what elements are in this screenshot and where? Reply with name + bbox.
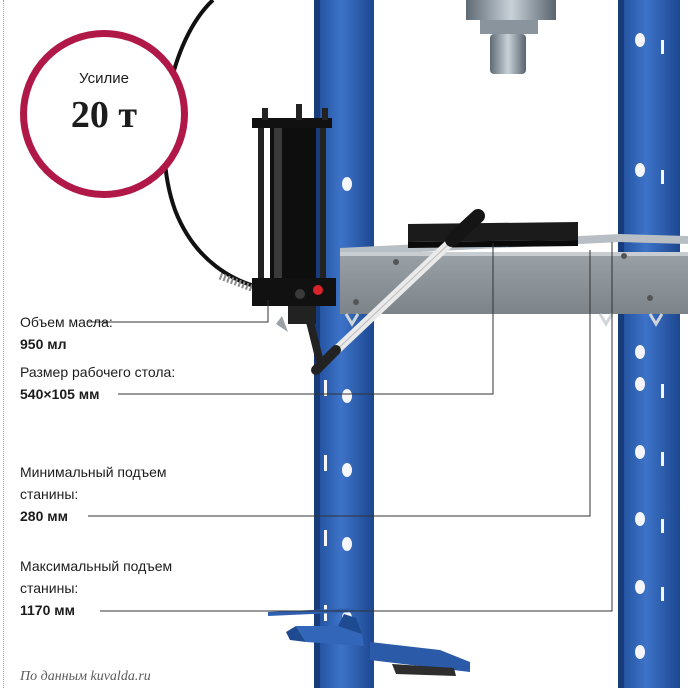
foot-pedal	[267, 608, 470, 676]
force-badge: Усилие 20 т	[20, 30, 188, 198]
source-note: По данным kuvalda.ru	[20, 669, 151, 684]
spec-table-size: Размер рабочего стола: 540×105 мм	[20, 361, 175, 405]
leader-line-min-lift	[88, 250, 591, 517]
dotted-border	[3, 0, 4, 688]
right-upright	[618, 0, 680, 688]
leader-line-oil	[88, 300, 269, 323]
spec-value: 540×105 мм	[20, 386, 100, 402]
ram-cylinder	[466, 0, 556, 74]
working-table	[340, 222, 688, 327]
spec-oil-volume: Объем масла: 950 мл	[20, 311, 113, 355]
pump-assembly	[252, 104, 336, 362]
spec-value: 950 мл	[20, 336, 67, 352]
leader-line-table	[118, 243, 494, 395]
spec-value: 280 мм	[20, 508, 68, 524]
spec-value: 1170 мм	[20, 602, 75, 618]
spec-max-lift: Максимальный подъем станины: 1170 мм	[20, 555, 220, 621]
spec-min-lift: Минимальный подъем станины: 280 мм	[20, 461, 220, 527]
hydraulic-hose	[162, 0, 263, 290]
force-value: 20 т	[70, 94, 138, 136]
spec-label: Объем масла:	[20, 314, 113, 330]
leader-lines	[88, 242, 613, 612]
force-label: Усилие	[79, 70, 129, 87]
spec-label: Размер рабочего стола:	[20, 364, 176, 380]
spec-label: Максимальный подъем станины:	[20, 558, 173, 596]
pump-lever	[311, 209, 485, 375]
spec-label: Минимальный подъем станины:	[20, 464, 167, 502]
leader-line-max-lift	[100, 242, 613, 612]
